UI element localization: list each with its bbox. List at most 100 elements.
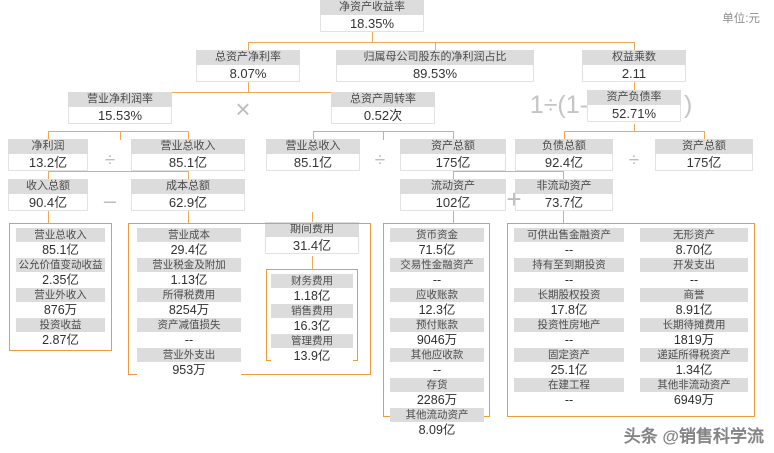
node-asset-turnover-value: 0.52次 bbox=[331, 107, 435, 124]
node-revenue-margin[interactable]: 营业总收入 85.1亿 bbox=[131, 139, 245, 171]
list-item-value: 8.70亿 bbox=[640, 242, 748, 258]
node-total-income-label: 收入总额 bbox=[8, 179, 88, 194]
list-item-value: 17.8亿 bbox=[514, 302, 624, 318]
node-parent-profit-share[interactable]: 归属母公司股东的净利润占比 89.53% bbox=[336, 50, 534, 82]
node-period-expense-value: 31.4亿 bbox=[265, 237, 359, 254]
connector bbox=[312, 212, 313, 223]
list-item-value: -- bbox=[514, 332, 624, 348]
node-current-assets[interactable]: 流动资产 102亿 bbox=[400, 179, 506, 211]
income-group-frame bbox=[9, 223, 112, 351]
node-asset-turnover[interactable]: 总资产周转率 0.52次 bbox=[331, 92, 435, 124]
list-item-value: -- bbox=[390, 362, 484, 378]
list-item-value: 1.34亿 bbox=[640, 362, 748, 378]
connector bbox=[372, 32, 373, 42]
connector bbox=[248, 42, 249, 50]
list-item-label: 营业总收入 bbox=[16, 228, 105, 242]
connector bbox=[563, 171, 564, 179]
connector bbox=[48, 131, 188, 132]
list-item-label: 商誉 bbox=[640, 288, 748, 302]
list-item-label: 管理费用 bbox=[271, 334, 353, 348]
node-roa[interactable]: 总资产净利率 8.07% bbox=[196, 50, 300, 82]
noncurrent-assets-group-frame bbox=[507, 223, 755, 417]
node-roe[interactable]: 净资产收益率 18.35% bbox=[320, 0, 424, 32]
node-roa-label: 总资产净利率 bbox=[196, 50, 300, 65]
connector bbox=[564, 131, 704, 132]
node-total-liabilities[interactable]: 负债总额 92.4亿 bbox=[515, 139, 613, 171]
list-item-label: 财务费用 bbox=[271, 274, 353, 288]
list-item-label: 所得税费用 bbox=[137, 288, 241, 302]
node-debt-ratio[interactable]: 资产负债率 52.71% bbox=[587, 90, 681, 122]
node-total-income-value: 90.4亿 bbox=[8, 194, 88, 211]
list-item-value: -- bbox=[137, 332, 241, 348]
list-item-label: 无形资产 bbox=[640, 228, 748, 242]
node-total-assets-turnover-label: 资产总额 bbox=[400, 139, 506, 154]
node-net-profit[interactable]: 净利润 13.2亿 bbox=[8, 139, 88, 171]
node-roe-value: 18.35% bbox=[320, 15, 424, 32]
list-item-value: 71.5亿 bbox=[390, 242, 484, 258]
connector bbox=[453, 171, 563, 172]
list-item-label: 固定资产 bbox=[514, 348, 624, 362]
node-current-assets-label: 流动资产 bbox=[400, 179, 506, 194]
node-parent-profit-share-label: 归属母公司股东的净利润占比 bbox=[336, 50, 534, 65]
node-net-profit-value: 13.2亿 bbox=[8, 154, 88, 171]
node-debt-ratio-value: 52.71% bbox=[587, 105, 681, 122]
node-total-liabilities-label: 负债总额 bbox=[515, 139, 613, 154]
list-item-label: 长期股权投资 bbox=[514, 288, 624, 302]
connector bbox=[383, 132, 384, 140]
connector bbox=[312, 256, 313, 269]
node-total-assets-debt[interactable]: 资产总额 175亿 bbox=[655, 139, 753, 171]
equity-formula-right: ) bbox=[684, 91, 693, 119]
node-equity-multiplier-value: 2.11 bbox=[582, 65, 686, 82]
list-item-value: -- bbox=[514, 272, 624, 288]
list-item-value: 6949万 bbox=[640, 392, 748, 408]
list-item-label: 营业外支出 bbox=[137, 348, 241, 362]
list-item-value: -- bbox=[514, 242, 624, 258]
node-total-cost-value: 62.9亿 bbox=[131, 194, 245, 211]
connector bbox=[188, 211, 189, 223]
node-equity-multiplier-label: 权益乘数 bbox=[582, 50, 686, 65]
node-period-expense[interactable]: 期间费用 31.4亿 bbox=[265, 222, 359, 254]
node-revenue-turnover[interactable]: 营业总收入 85.1亿 bbox=[266, 139, 360, 171]
node-total-assets-debt-label: 资产总额 bbox=[655, 139, 753, 154]
list-item-label: 营业成本 bbox=[137, 228, 241, 242]
list-item-label: 长期待摊费用 bbox=[640, 318, 748, 332]
connector bbox=[48, 131, 49, 139]
list-item-value: 8.91亿 bbox=[640, 302, 748, 318]
list-item-value: 1819万 bbox=[640, 332, 748, 348]
node-total-assets-turnover[interactable]: 资产总额 175亿 bbox=[400, 139, 506, 171]
node-revenue-turnover-label: 营业总收入 bbox=[266, 139, 360, 154]
list-item-value: 12.3亿 bbox=[390, 302, 484, 318]
list-item-label: 投资性房地产 bbox=[514, 318, 624, 332]
list-item-label: 可供出售金融资产 bbox=[514, 228, 624, 242]
list-item-value: 25.1亿 bbox=[514, 362, 624, 378]
list-item-value: 2.87亿 bbox=[16, 332, 105, 348]
node-total-cost-label: 成本总额 bbox=[131, 179, 245, 194]
node-total-cost[interactable]: 成本总额 62.9亿 bbox=[131, 179, 245, 211]
node-revenue-turnover-value: 85.1亿 bbox=[266, 154, 360, 171]
connector bbox=[313, 131, 314, 139]
connector bbox=[634, 124, 635, 132]
list-item-label: 预付账款 bbox=[390, 318, 484, 332]
operator-plus-assets: + bbox=[506, 184, 522, 214]
connector bbox=[453, 131, 454, 139]
node-noncurrent-assets[interactable]: 非流动资产 73.7亿 bbox=[515, 179, 613, 211]
list-item-value: -- bbox=[640, 272, 748, 288]
node-equity-multiplier[interactable]: 权益乘数 2.11 bbox=[582, 50, 686, 82]
connector bbox=[704, 131, 705, 139]
list-item-label: 营业外收入 bbox=[16, 288, 105, 302]
node-revenue-margin-value: 85.1亿 bbox=[131, 154, 245, 171]
node-total-income[interactable]: 收入总额 90.4亿 bbox=[8, 179, 88, 211]
node-net-profit-margin-label: 营业净利润率 bbox=[68, 92, 172, 107]
list-item-value: 1.13亿 bbox=[137, 272, 241, 288]
operator-divide-debt: ÷ bbox=[628, 150, 640, 171]
connector bbox=[48, 171, 49, 179]
node-net-profit-margin-value: 15.53% bbox=[68, 107, 172, 124]
node-net-profit-label: 净利润 bbox=[8, 139, 88, 154]
connector bbox=[248, 82, 249, 92]
node-net-profit-margin[interactable]: 营业净利润率 15.53% bbox=[68, 92, 172, 124]
connector bbox=[48, 211, 49, 223]
list-item-label: 销售费用 bbox=[271, 304, 353, 318]
